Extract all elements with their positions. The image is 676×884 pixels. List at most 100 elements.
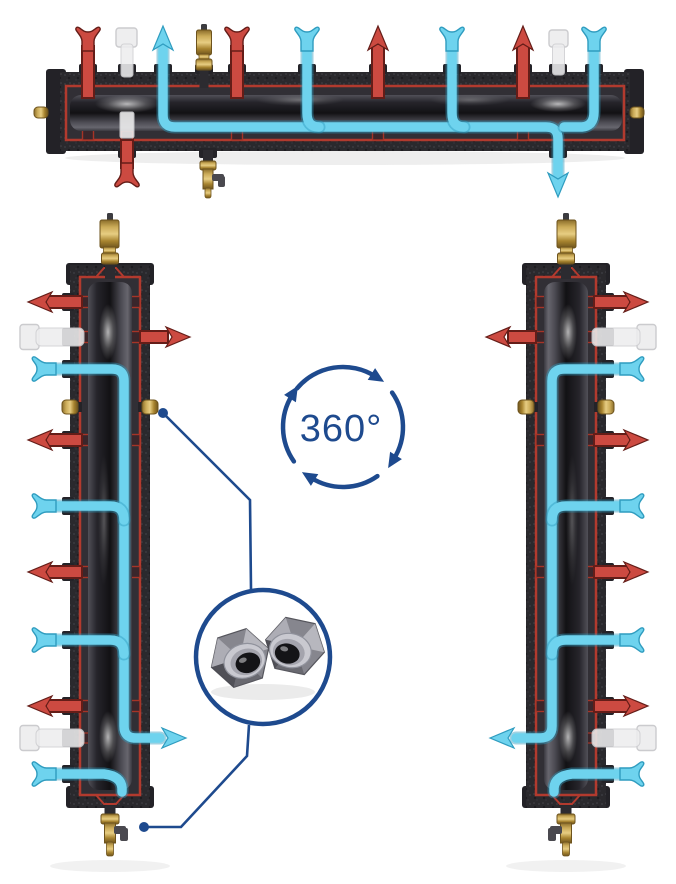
- hot-inlet-flare: [224, 26, 250, 52]
- air-vent-nipple: [107, 213, 113, 221]
- end-plug: [629, 106, 645, 119]
- plug-fitting: [517, 399, 535, 415]
- union-nuts-photo: [210, 616, 326, 700]
- right-vertical-manifold: [484, 213, 657, 872]
- hot-stem: [371, 43, 385, 99]
- cold-return-flare: [619, 493, 645, 519]
- liner-funnel: [551, 794, 581, 805]
- cold-flow-path: [41, 501, 129, 525]
- vent-stub: [561, 263, 571, 279]
- drain-stub: [203, 150, 213, 163]
- plug-fitting: [597, 399, 615, 415]
- hot-outlet-arrow: [484, 325, 512, 349]
- hot-outlet-arrow: [366, 24, 390, 52]
- sensor-pocket: [591, 728, 641, 748]
- cold-flow-path: [511, 364, 635, 743]
- hot-stem: [593, 295, 631, 309]
- cold-return-arrow: [546, 171, 570, 199]
- air-vent-valve: [195, 58, 213, 71]
- hot-outlet-arrow: [622, 290, 650, 314]
- end-plug: [33, 106, 49, 119]
- sensor-pocket: [35, 728, 85, 748]
- cold-flow-path: [559, 43, 599, 132]
- pipe-highlight: [566, 454, 578, 586]
- cold-return-flare: [31, 761, 57, 787]
- hot-stem: [507, 330, 537, 344]
- hot-stem: [81, 45, 95, 99]
- hot-outlet-arrow: [26, 560, 54, 584]
- rotation-arrowhead-icon: [301, 472, 319, 486]
- hot-stem: [593, 433, 631, 447]
- nut-glint: [238, 657, 247, 663]
- hot-inlet-flare: [75, 26, 101, 52]
- drain-stub: [104, 806, 116, 816]
- hot-outlet-arrow: [164, 325, 192, 349]
- plug-seat: [532, 402, 538, 412]
- sensor-pocket: [591, 327, 641, 347]
- cold-outlet-arrow: [160, 726, 188, 750]
- drain-valve: [202, 168, 214, 190]
- plug-fitting: [141, 399, 159, 415]
- drain-spout: [218, 176, 225, 187]
- shadow: [50, 860, 170, 872]
- cold-flow-path: [447, 43, 469, 132]
- hot-outlet-arrow: [622, 694, 650, 718]
- shadow: [506, 860, 626, 872]
- leader-lines: [139, 408, 253, 832]
- hot-stem: [230, 45, 244, 99]
- hot-stem: [516, 43, 530, 99]
- cold-return-flare: [619, 761, 645, 787]
- vent-stub: [105, 263, 115, 279]
- cold-return-flare: [619, 627, 645, 653]
- detail-magnifier: [193, 587, 333, 727]
- left-vertical-manifold: [19, 213, 192, 872]
- rotation-360-symbol: 360°: [280, 364, 406, 490]
- cold-inlet-flare: [294, 26, 320, 52]
- air-vent-nipple: [201, 24, 207, 31]
- pipe-highlight: [559, 304, 577, 360]
- drain-valve: [104, 822, 116, 844]
- cold-inlet-flare: [439, 26, 465, 52]
- cold-flow-path: [302, 43, 324, 132]
- rotation-arc: [280, 392, 297, 464]
- drain-valve: [204, 187, 212, 199]
- pipe-highlight: [559, 711, 577, 763]
- air-vent-valve: [556, 219, 577, 249]
- plug-seat: [76, 402, 82, 412]
- sensor-pocket: [552, 43, 565, 76]
- hot-stem: [593, 699, 631, 713]
- hot-stem: [139, 330, 169, 344]
- drain-valve: [106, 841, 114, 857]
- sensor-pocket: [120, 43, 134, 78]
- cold-flow-path: [41, 364, 165, 743]
- hot-inlet-flare: [114, 162, 140, 188]
- rotation-arrowhead-icon: [284, 385, 298, 403]
- hot-stem: [45, 433, 83, 447]
- rotation-arrowhead-icon: [388, 451, 402, 469]
- liner-funnel: [95, 794, 125, 805]
- cold-flow-path: [158, 39, 563, 183]
- hot-outlet-arrow: [26, 290, 54, 314]
- cold-inlet-flare: [581, 26, 607, 52]
- hot-stem: [45, 699, 83, 713]
- hot-outlet-arrow: [26, 694, 54, 718]
- drain-stub: [560, 806, 572, 816]
- drain-spout: [548, 828, 556, 841]
- rotation-arc: [308, 473, 380, 490]
- plug-fitting: [61, 399, 79, 415]
- pipe-highlight: [99, 711, 117, 763]
- cold-flow-path: [549, 769, 635, 797]
- plug-seat: [138, 402, 144, 412]
- rotation-arc: [389, 390, 406, 462]
- rotation-arc: [294, 364, 378, 391]
- cold-outlet-arrow: [151, 24, 175, 52]
- drain-valve: [560, 822, 572, 844]
- pipe-highlight: [430, 94, 510, 106]
- drain-valve: [562, 841, 570, 857]
- vent-stub: [199, 70, 209, 88]
- cold-return-flare: [619, 356, 645, 382]
- pipe-highlight: [256, 94, 344, 106]
- leader-dot: [158, 408, 168, 418]
- cold-flow-path: [547, 501, 635, 525]
